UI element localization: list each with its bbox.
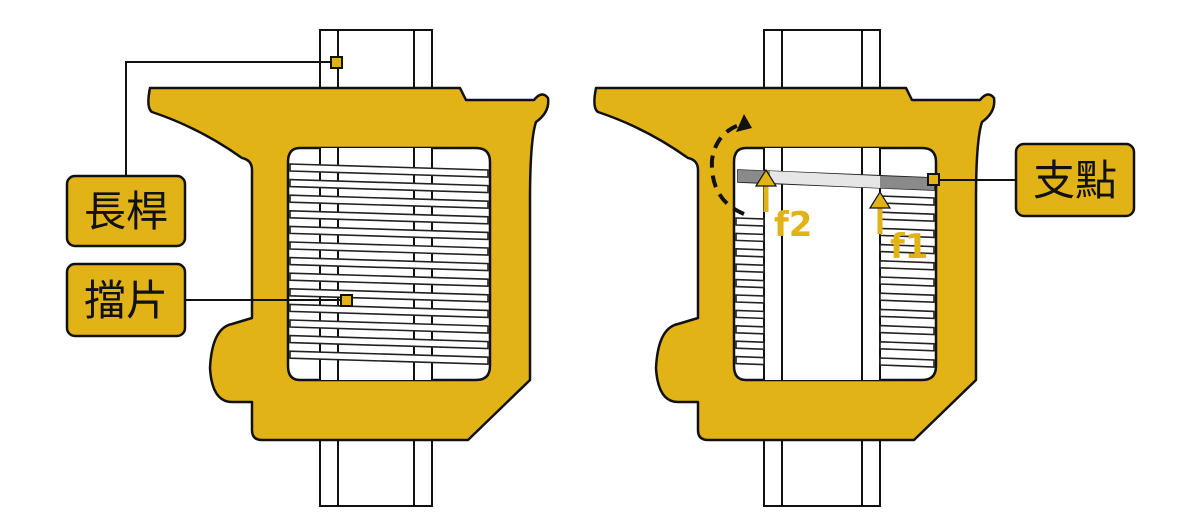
left-blade: [289, 303, 489, 319]
fulcrum-label: 支點: [1014, 142, 1136, 218]
left-frame: [147, 86, 550, 442]
right-blade-left-column: [735, 217, 765, 227]
right-assembly: f2 f1 支點: [593, 29, 1136, 507]
fulcrum-label-text: 支點: [1033, 156, 1117, 205]
right-blade-left-column: [735, 232, 765, 243]
left-blade: [289, 319, 489, 334]
lever-blade: [737, 169, 935, 191]
long-rod-label-text: 長桿: [84, 187, 168, 236]
left-rod-leader: [125, 61, 336, 176]
rotation-arrow: [709, 114, 752, 216]
left-blade-stack: [289, 163, 489, 366]
force-arrow-f1: f1: [868, 190, 928, 267]
right-blade-right-column: [879, 259, 935, 271]
right-blade-left-column: [735, 247, 765, 258]
left-blade: [289, 225, 489, 241]
blade-label: 擋片: [65, 262, 187, 338]
right-blade-right-column: [879, 340, 935, 352]
right-blade-left-column: [735, 263, 765, 274]
left-blade: [289, 241, 489, 256]
right-blade-right-column: [879, 357, 935, 368]
right-blade-right-column: [879, 324, 935, 336]
left-rod-marker: [330, 56, 343, 69]
right-blade-left-column: [735, 278, 765, 289]
right-blade-left-column: [735, 340, 765, 351]
left-blade: [289, 178, 489, 194]
right-frame: [593, 86, 996, 442]
right-blade-right-column: [879, 276, 935, 287]
left-blade: [289, 163, 489, 178]
long-rod-label: 長桿: [65, 174, 187, 248]
right-blade-right-column: [879, 195, 935, 206]
right-blade-left-column: [735, 309, 765, 320]
left-blade-marker: [340, 294, 353, 307]
left-blade: [289, 287, 489, 303]
left-assembly: 長桿 擋片: [65, 29, 550, 507]
fulcrum-marker: [927, 173, 940, 186]
left-blade: [289, 272, 489, 288]
blade-label-text: 擋片: [84, 276, 168, 325]
right-blade-left-column: [735, 294, 765, 304]
right-blade-left-column: [735, 324, 765, 335]
left-blade: [289, 256, 489, 272]
f1-label: f1: [890, 227, 928, 267]
right-blade-right-column: [879, 243, 935, 255]
right-blade-right-column: [879, 308, 935, 320]
right-rod-bottom: [763, 431, 881, 507]
left-blade: [289, 334, 489, 350]
left-blade: [289, 194, 489, 210]
f2-label: f2: [774, 205, 812, 245]
right-blade-right-column: [879, 292, 935, 304]
left-blade: [289, 209, 489, 225]
right-blade-stack: [735, 195, 935, 368]
right-blade-left-column: [735, 355, 765, 366]
left-rod-bottom: [319, 431, 433, 507]
force-arrow-f2: f2: [754, 168, 812, 245]
right-blade-right-column: [879, 211, 935, 223]
right-rod-top: [763, 29, 881, 93]
left-blade: [289, 350, 489, 366]
